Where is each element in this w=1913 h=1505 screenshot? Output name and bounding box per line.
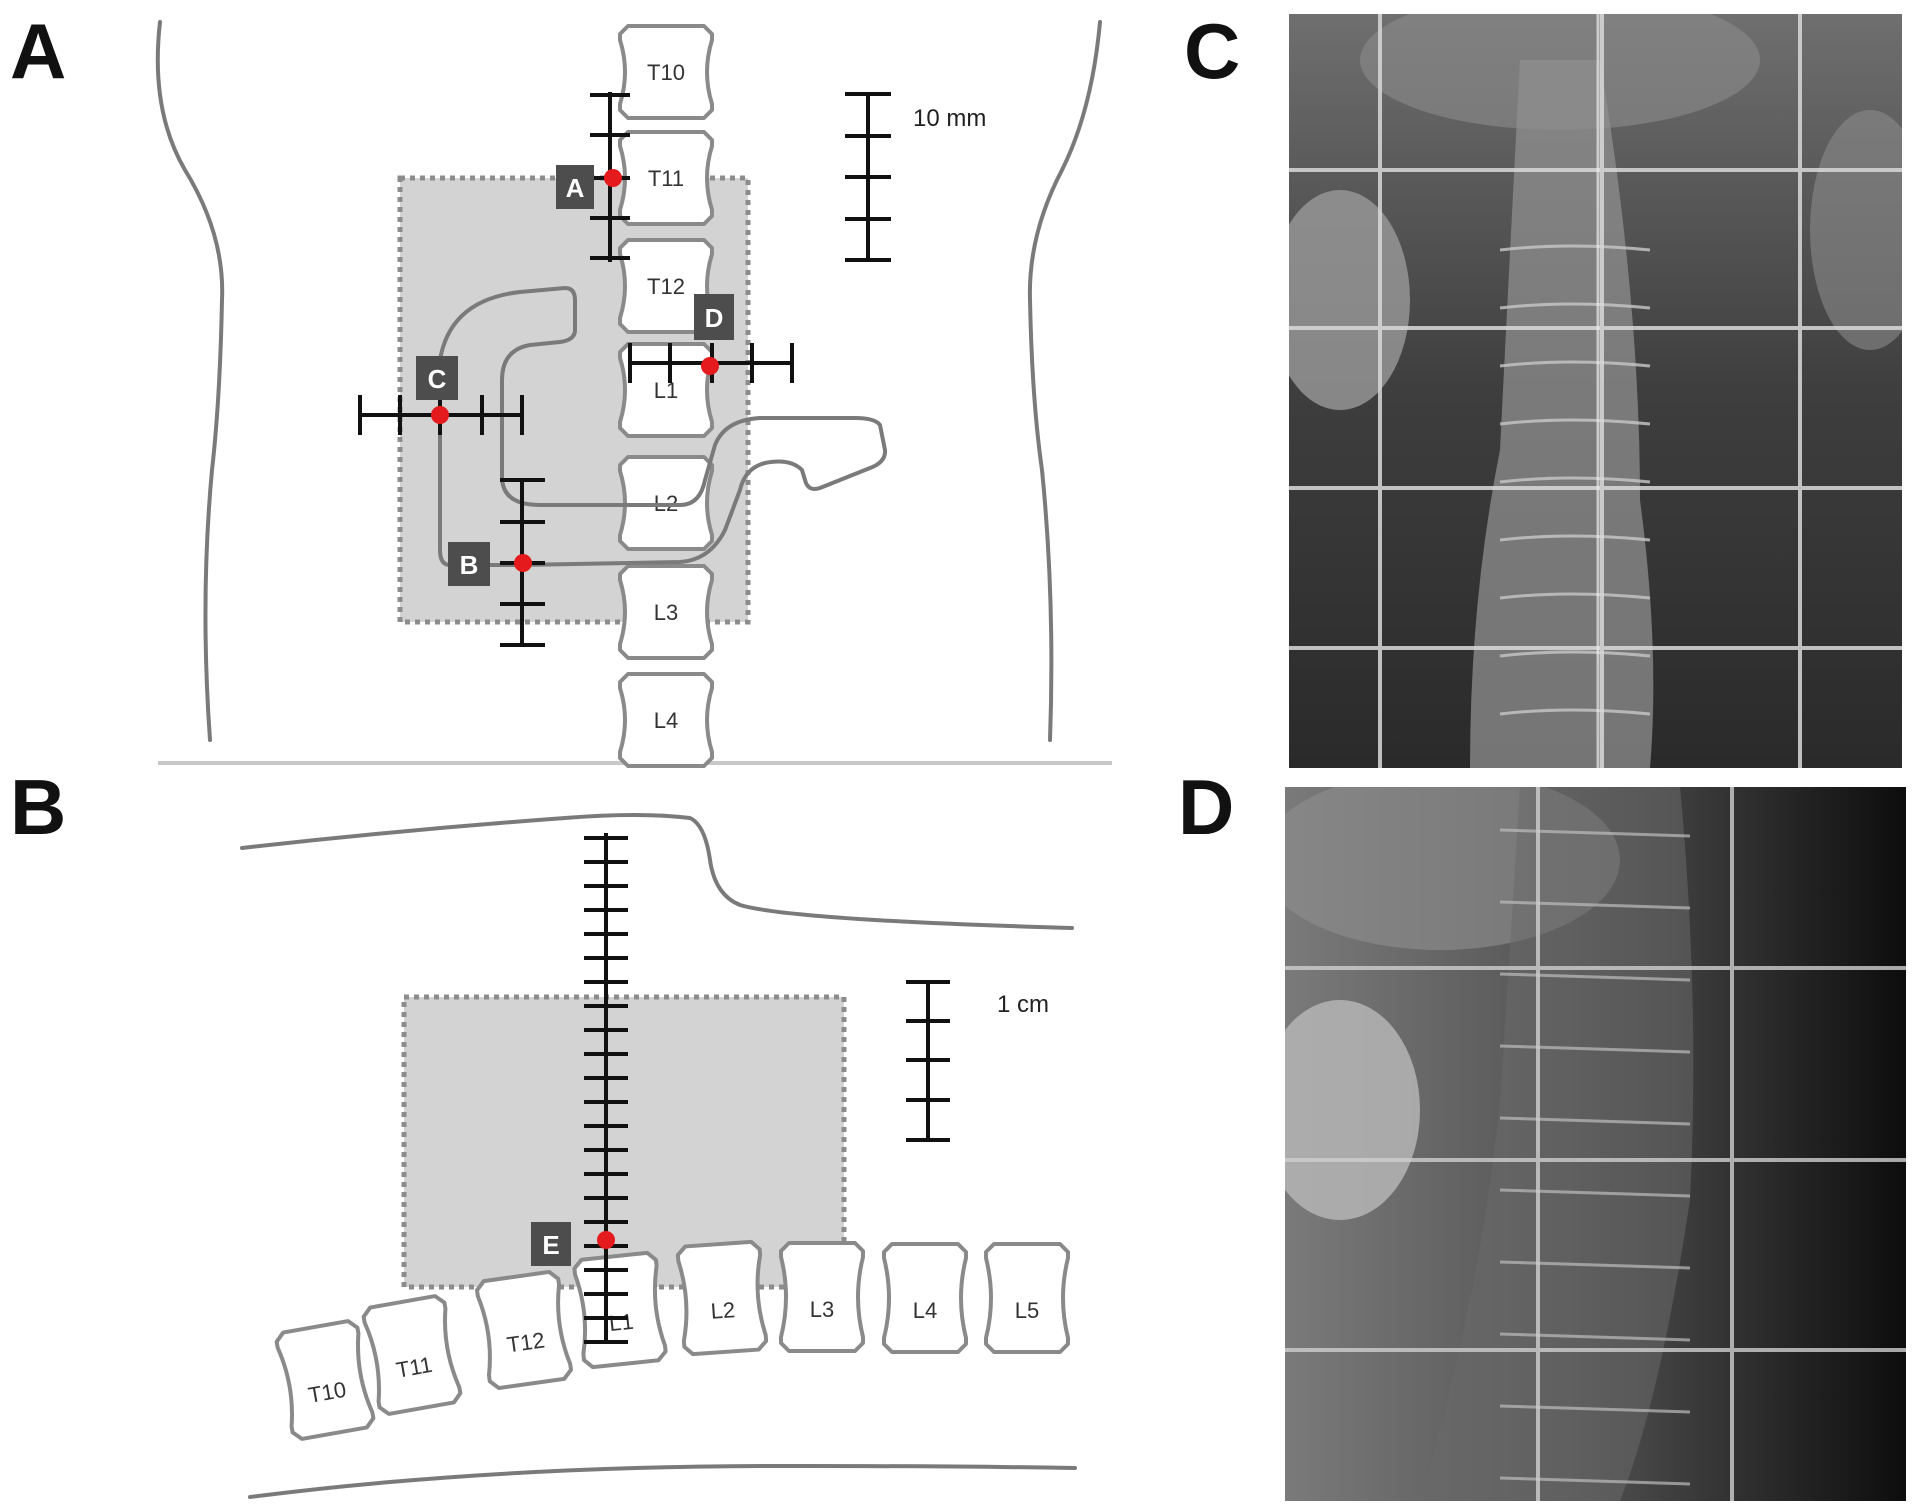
vertebra-label: T12	[505, 1327, 546, 1357]
vertebra-l3: L3	[618, 564, 714, 660]
marker-e: E	[531, 833, 628, 1344]
scale-bar-ap: 10 mm	[845, 92, 986, 262]
marker-a: A	[556, 92, 630, 262]
vertebra-lateral-t11: T11	[361, 1294, 463, 1416]
marker-d: D	[628, 294, 794, 383]
vertebra-label: L1	[608, 1309, 635, 1336]
vertebra-label: T11	[648, 166, 684, 191]
vertebra-t12: T12	[618, 238, 714, 334]
scale-label-ap: 10 mm	[913, 105, 986, 132]
panel-d-letter: D	[1178, 763, 1234, 851]
marker-b-label: B	[460, 550, 479, 580]
abdomen-surface-outline	[240, 813, 1074, 930]
vertebra-lateral-l5: L5	[984, 1242, 1070, 1354]
panel-c-letter: C	[1184, 7, 1240, 95]
marker-c: C	[358, 356, 524, 435]
panel-a-letter: A	[10, 7, 66, 95]
bowel-outline	[438, 286, 888, 567]
vertebra-label: T11	[394, 1352, 434, 1383]
vertebra-label: L1	[654, 378, 678, 403]
vertebra-lateral-l2: L2	[675, 1239, 769, 1357]
vertebra-label: L5	[1015, 1298, 1039, 1323]
vertebra-label: L3	[810, 1297, 834, 1322]
torso-left-outline	[155, 20, 225, 742]
panel-d: D	[1178, 763, 1906, 1501]
vertebra-label: L4	[654, 708, 678, 733]
vertebra-l4: L4	[618, 672, 714, 768]
scale-label-lateral: 1 cm	[997, 991, 1049, 1018]
marker-c-label: C	[428, 364, 447, 394]
panel-b-letter: B	[10, 763, 66, 851]
vertebra-t10: T10	[618, 24, 714, 120]
marker-a-label: A	[566, 173, 585, 203]
panel-b: B T10 T11 T12 L1 L2 L3 L4 L5 1 cm E	[10, 763, 1077, 1499]
vertebra-lateral-l3: L3	[779, 1241, 865, 1353]
vertebra-l1: L1	[618, 342, 714, 438]
radiograph-lateral	[1285, 787, 1906, 1501]
radiograph-ap	[1289, 14, 1902, 768]
vertebra-lateral-t10: T10	[274, 1319, 376, 1441]
torso-right-outline	[1027, 20, 1102, 742]
vertebra-label: L4	[913, 1298, 937, 1323]
vertebra-lateral-l1: L1	[572, 1250, 668, 1370]
scale-bar-lateral: 1 cm	[906, 980, 1049, 1142]
vertebra-label: T12	[647, 274, 685, 299]
vertebra-label: L3	[654, 600, 678, 625]
vertebra-label: L2	[710, 1297, 736, 1324]
marker-d-label: D	[705, 303, 724, 333]
vertebra-lateral-t12: T12	[474, 1269, 574, 1391]
vertebra-label: T10	[647, 60, 685, 85]
panel-c: C	[1184, 7, 1902, 768]
radiation-field-lateral	[401, 994, 847, 1290]
vertebra-lateral-l4: L4	[882, 1242, 968, 1354]
marker-b: B	[448, 478, 545, 647]
vertebra-t11: T11	[618, 130, 714, 226]
marker-e-label: E	[542, 1230, 559, 1260]
spine-lateral: T10 T11 T12 L1 L2 L3 L4 L5	[274, 1239, 1070, 1441]
back-surface-outline	[248, 1463, 1077, 1499]
